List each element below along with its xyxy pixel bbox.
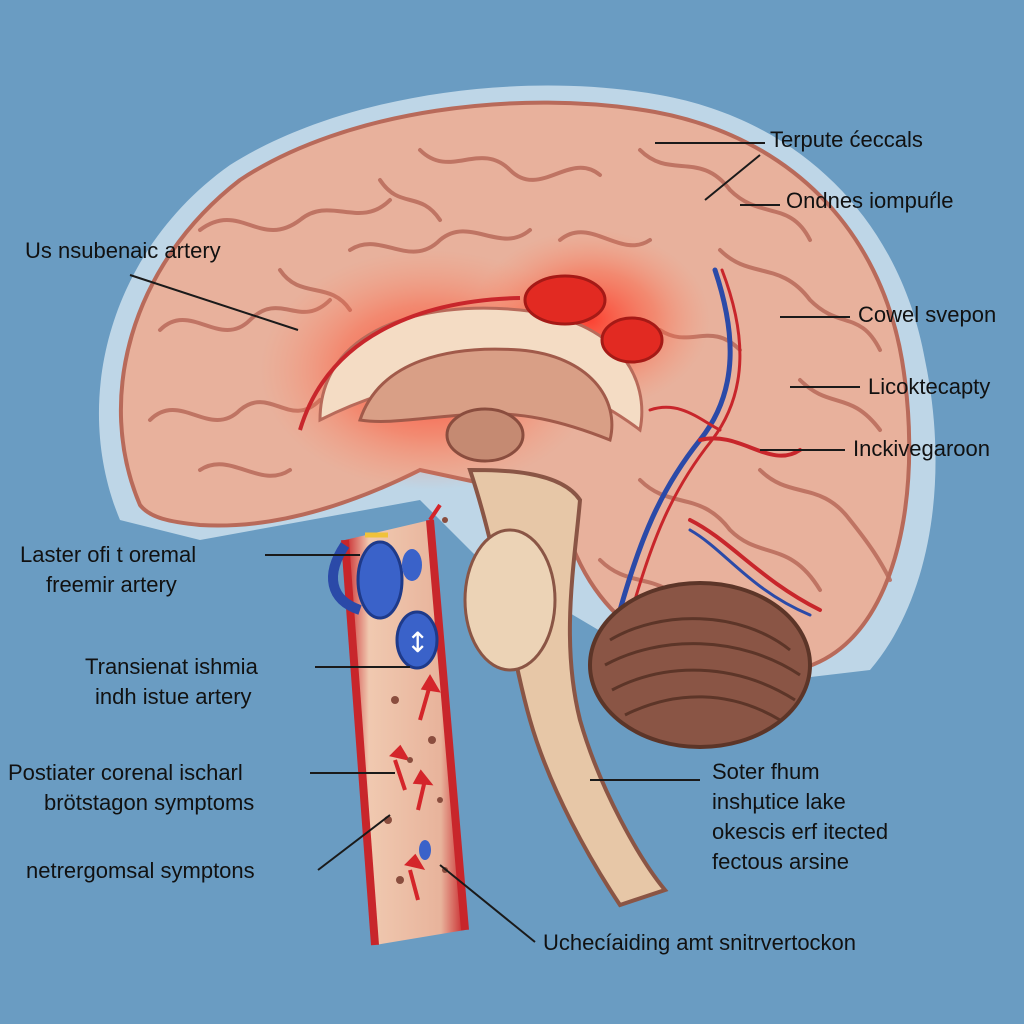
thalamus-core bbox=[447, 409, 523, 461]
label-right-5: Inckivegaroon bbox=[853, 434, 990, 464]
label-top-right-1: Terpute ćeccals bbox=[770, 125, 923, 155]
label-left-2: Laster ofi t oremal freemir artery bbox=[20, 540, 196, 600]
label-right-4: Licoktecapty bbox=[868, 372, 990, 402]
blue-plaque bbox=[358, 542, 402, 618]
cerebellum bbox=[590, 583, 810, 747]
label-left-4-line2: brötstagon symptoms bbox=[8, 788, 254, 818]
label-right-6-line4: fectous arsine bbox=[712, 847, 888, 877]
blue-clot bbox=[402, 549, 422, 581]
pons bbox=[465, 530, 555, 670]
label-left-2-line2: freemir artery bbox=[20, 570, 196, 600]
label-left-1: Us nsubenaic artery bbox=[25, 236, 221, 266]
clot bbox=[525, 276, 605, 324]
label-right-6: Soter fhum inshµtice lake okescis erf it… bbox=[712, 757, 888, 877]
label-right-6-line3: okescis erf itected bbox=[712, 817, 888, 847]
label-left-3-line1: Transienat ishmia bbox=[85, 652, 258, 682]
label-right-6-line2: inshµtice lake bbox=[712, 787, 888, 817]
label-bottom: Uchecíaiding amt snitrvertockon bbox=[543, 928, 856, 958]
label-top-right-2: Ondnes iompuŕle bbox=[786, 186, 954, 216]
small-clot bbox=[419, 840, 431, 860]
label-left-5: netrergomsal symptons bbox=[26, 856, 255, 886]
label-right-3: Cowel svepon bbox=[858, 300, 996, 330]
label-left-4: Postiater corenal ischarl brötstagon sym… bbox=[8, 758, 254, 818]
label-left-2-line1: Laster ofi t oremal bbox=[20, 540, 196, 570]
label-left-3-line2: indh istue artery bbox=[85, 682, 258, 712]
double-arrow-icon: ↕ bbox=[406, 626, 429, 659]
label-left-4-line1: Postiater corenal ischarl bbox=[8, 758, 254, 788]
label-right-6-line1: Soter fhum bbox=[712, 757, 888, 787]
label-left-3: Transienat ishmia indh istue artery bbox=[85, 652, 258, 712]
clot-2 bbox=[602, 318, 662, 362]
